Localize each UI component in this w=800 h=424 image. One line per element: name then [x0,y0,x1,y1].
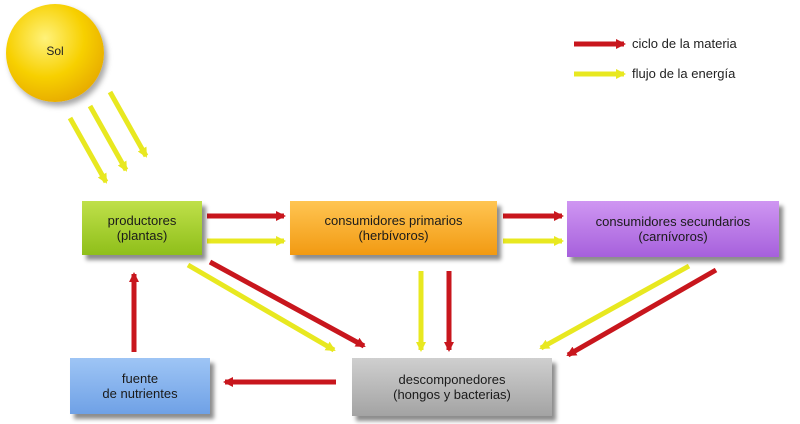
node-consumidores-primarios-line1: consumidores primarios [324,213,463,228]
node-fuente-de-nutrientes: fuente de nutrientes [70,358,210,414]
node-descomponedores-line1: descomponedores [398,372,506,387]
energy-arrow-prod-desc [186,262,336,353]
sun-label: Sol [46,44,64,58]
node-consumidores-secundarios-line1: consumidores secundarios [595,214,751,229]
node-productores: productores (plantas) [82,201,202,255]
node-productores-line1: productores [107,213,177,228]
matter-arrow-sec-desc [566,267,718,358]
sun-ray-arrow-2 [87,104,129,172]
node-productores-line2: (plantas) [116,228,168,243]
node-consumidores-primarios-line2: (herbívoros) [358,228,429,243]
node-consumidores-secundarios: consumidores secundarios (carnívoros) [567,201,779,257]
legend-energy-label: flujo de la energía [632,66,736,81]
sun: Sol [6,4,104,102]
matter-arrow-prod-desc [208,259,366,349]
node-consumidores-secundarios-line2: (carnívoros) [638,229,708,244]
node-fuente-line1: fuente [121,371,159,386]
node-descomponedores-line2: (hongos y bacterias) [393,387,511,402]
node-consumidores-primarios: consumidores primarios (herbívoros) [290,201,497,255]
sun-ray-arrow-3 [107,90,149,158]
energy-arrow-sec-desc [539,263,691,351]
node-fuente-line2: de nutrientes [102,386,178,401]
sun-ray-arrow-1 [67,116,109,184]
node-descomponedores: descomponedores (hongos y bacterias) [352,358,552,416]
legend-matter-label: ciclo de la materia [632,36,737,51]
